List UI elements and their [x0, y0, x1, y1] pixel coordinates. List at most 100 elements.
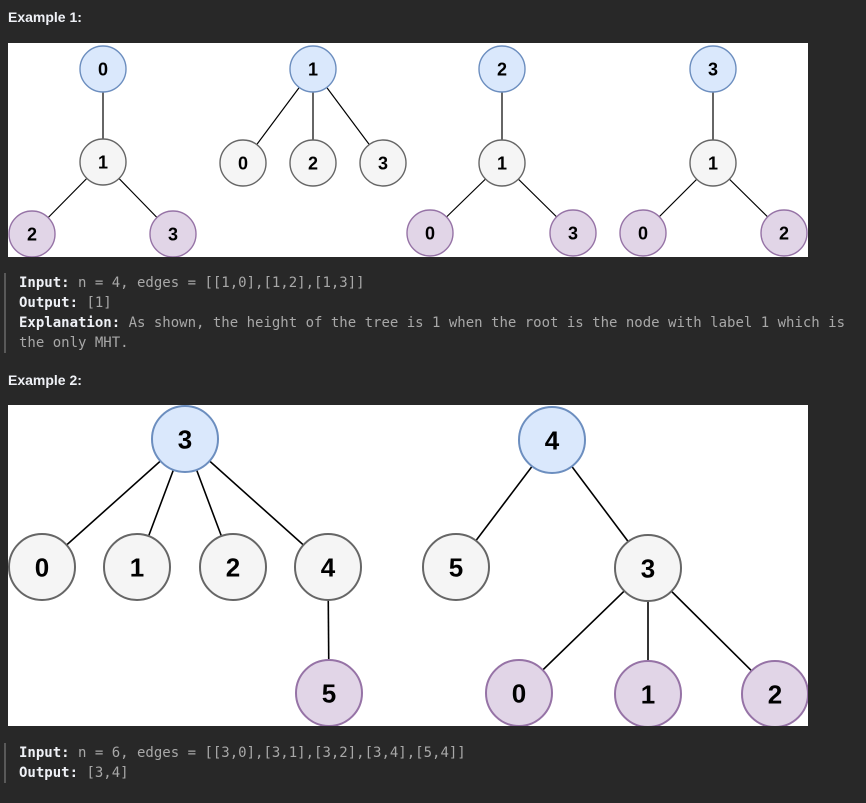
tree-node-leaf: 0 [619, 209, 667, 257]
tree-node-circle [549, 209, 597, 257]
tree-node-label: 2 [779, 223, 789, 243]
tree-node-root: 0 [79, 45, 127, 93]
io-label: Input: [19, 275, 70, 291]
tree-node-label: 0 [35, 552, 49, 582]
tree-node-label: 3 [378, 153, 388, 173]
tree-node-circle [741, 660, 808, 726]
tree-node-mid: 3 [359, 139, 407, 187]
tree-node-label: 5 [322, 678, 336, 708]
tree-node-root: 2 [478, 45, 526, 93]
tree-node-circle [478, 139, 526, 187]
io-value: n = 4, edges = [[1,0],[1,2],[1,3]] [69, 275, 365, 291]
tree-node-circle [103, 533, 171, 601]
tree-node-circle [619, 209, 667, 257]
tree-node-label: 4 [545, 425, 560, 455]
tree-node-circle [289, 139, 337, 187]
tree-node-root: 4 [518, 406, 586, 474]
example-2-tree-diagram: 3 0 1 2 4 5 4 5 3 0 1 2 [8, 405, 808, 726]
io-label: Input: [19, 745, 70, 761]
io-label: Output: [19, 765, 79, 781]
io-label: Explanation: [19, 315, 121, 331]
tree-node-label: 2 [497, 59, 507, 79]
tree-node-circle [151, 405, 219, 473]
io-value: As shown, the height of the tree is 1 wh… [19, 315, 854, 351]
tree-node-circle [422, 533, 490, 601]
tree-node-label: 0 [238, 153, 248, 173]
tree-node-root: 3 [151, 405, 219, 473]
tree-node-leaf: 5 [295, 659, 363, 726]
tree-node-circle [614, 534, 682, 602]
tree-node-circle [149, 210, 197, 257]
tree-node-mid: 4 [294, 533, 362, 601]
tree-node-leaf: 0 [406, 209, 454, 257]
io-value: [1] [78, 295, 112, 311]
example-1-tree-diagram: 0 1 2 3 1 0 2 3 2 1 0 3 3 1 0 2 [8, 43, 808, 257]
tree-node-mid: 3 [614, 534, 682, 602]
tree-node-label: 2 [226, 552, 240, 582]
tree-node-circle [614, 660, 682, 726]
tree-node-label: 5 [449, 552, 463, 582]
tree-node-circle [199, 533, 267, 601]
tree-node-circle [689, 45, 737, 93]
example-1-section: Example 1: 0 1 2 3 1 0 2 3 2 1 0 3 3 1 0 2 Input: n = 4… [0, 10, 866, 353]
tree-node-label: 0 [638, 223, 648, 243]
problem-examples-panel: Example 1: 0 1 2 3 1 0 2 3 2 1 0 3 3 1 0 2 Input: n = 4… [0, 10, 866, 783]
tree-node-mid: 2 [199, 533, 267, 601]
tree-node-leaf: 2 [741, 660, 808, 726]
tree-node-circle [289, 45, 337, 93]
tree-node-leaf: 2 [760, 209, 808, 257]
tree-node-circle [8, 533, 76, 601]
tree-node-circle [359, 139, 407, 187]
tree-node-circle [760, 209, 808, 257]
tree-node-label: 3 [641, 553, 655, 583]
tree-node-circle [518, 406, 586, 474]
example-1-heading: Example 1: [8, 9, 82, 25]
tree-node-circle [295, 659, 363, 726]
tree-node-mid: 0 [219, 139, 267, 187]
tree-node-mid: 1 [79, 138, 127, 186]
tree-node-circle [8, 210, 56, 257]
tree-node-label: 1 [708, 153, 718, 173]
tree-node-label: 1 [130, 552, 144, 582]
io-value: [3,4] [78, 765, 129, 781]
tree-node-mid: 1 [103, 533, 171, 601]
tree-node-label: 0 [512, 678, 526, 708]
tree-node-leaf: 3 [149, 210, 197, 257]
tree-node-label: 3 [568, 223, 578, 243]
tree-node-circle [79, 45, 127, 93]
tree-node-label: 1 [98, 152, 108, 172]
tree-node-label: 1 [641, 679, 655, 709]
tree-node-circle [478, 45, 526, 93]
tree-node-mid: 1 [478, 139, 526, 187]
tree-node-label: 0 [425, 223, 435, 243]
tree-node-label: 2 [768, 679, 782, 709]
tree-node-circle [79, 138, 127, 186]
tree-node-label: 4 [321, 552, 336, 582]
tree-node-label: 3 [178, 424, 192, 454]
tree-node-mid: 1 [689, 139, 737, 187]
tree-node-mid: 2 [289, 139, 337, 187]
tree-node-circle [689, 139, 737, 187]
tree-node-leaf: 3 [549, 209, 597, 257]
tree-node-label: 0 [98, 59, 108, 79]
tree-node-mid: 0 [8, 533, 76, 601]
tree-node-label: 3 [708, 59, 718, 79]
tree-node-circle [219, 139, 267, 187]
tree-node-leaf: 1 [614, 660, 682, 726]
tree-node-label: 2 [27, 224, 37, 244]
io-label: Output: [19, 295, 79, 311]
tree-node-leaf: 2 [8, 210, 56, 257]
tree-node-mid: 5 [422, 533, 490, 601]
tree-node-root: 1 [289, 45, 337, 93]
example-1-io-block: Input: n = 4, edges = [[1,0],[1,2],[1,3]… [4, 273, 858, 353]
tree-node-circle [294, 533, 362, 601]
io-value: n = 6, edges = [[3,0],[3,1],[3,2],[3,4],… [69, 745, 466, 761]
example-2-io-block: Input: n = 6, edges = [[3,0],[3,1],[3,2]… [4, 743, 858, 783]
tree-node-circle [485, 659, 553, 726]
tree-node-label: 2 [308, 153, 318, 173]
tree-node-root: 3 [689, 45, 737, 93]
tree-node-label: 3 [168, 224, 178, 244]
tree-node-label: 1 [497, 153, 507, 173]
tree-node-leaf: 0 [485, 659, 553, 726]
